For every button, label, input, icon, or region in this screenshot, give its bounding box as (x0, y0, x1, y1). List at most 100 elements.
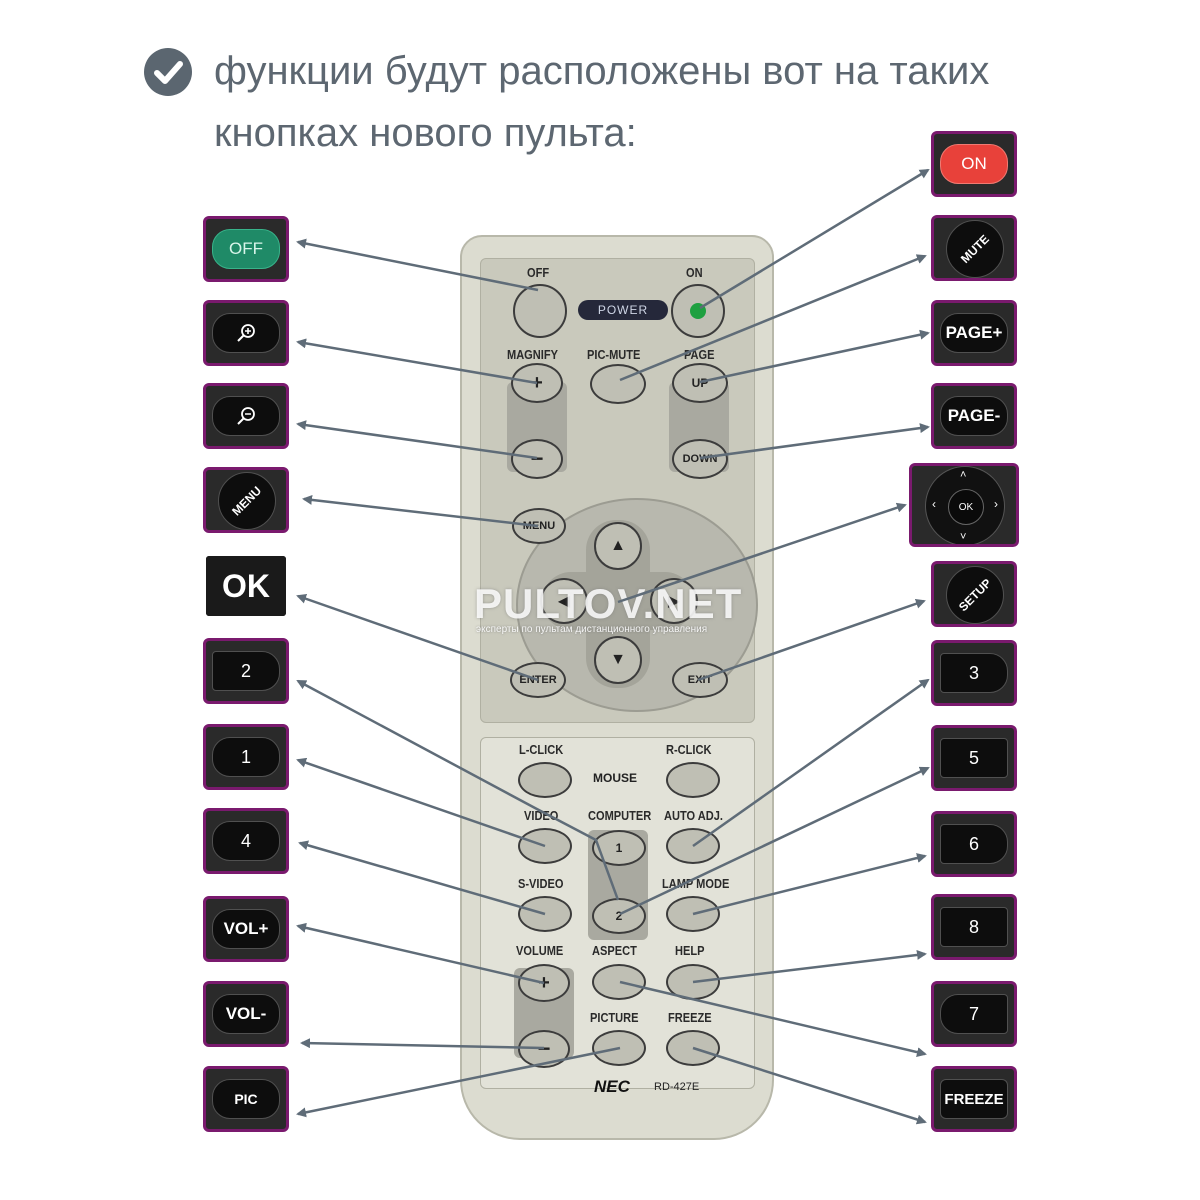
tile-6[interactable]: 6 (931, 811, 1017, 877)
new-setup-button[interactable]: SETUP (946, 566, 1004, 624)
arrow-num4 (298, 840, 546, 916)
arrow-vol-minus (300, 1038, 545, 1050)
remote-left-button[interactable]: ◀ (540, 578, 588, 624)
tile-1[interactable]: 1 (203, 724, 289, 790)
new-num2-button[interactable]: 2 (212, 651, 280, 691)
new-num1-button[interactable]: 1 (212, 737, 280, 777)
watermark-title: PULTOV.NET (474, 580, 743, 627)
remote-pic-mute-button[interactable] (590, 364, 646, 404)
new-vol-plus-button[interactable]: VOL+ (212, 909, 280, 949)
arrow-setup (697, 598, 926, 682)
new-page-minus-button[interactable]: PAGE- (940, 396, 1008, 436)
label-l-click: L-CLICK (519, 742, 564, 757)
tile-zoom-in[interactable] (203, 300, 289, 366)
tile-ok[interactable]: OK (203, 553, 289, 619)
triangle-right-icon: ▶ (667, 593, 681, 610)
new-pic-button[interactable]: PIC (212, 1079, 280, 1119)
new-vol-minus-button[interactable]: VOL- (212, 994, 280, 1034)
label-on: ON (686, 265, 703, 280)
label-magnify: MAGNIFY (507, 347, 558, 362)
new-mute-button[interactable]: MUTE (946, 220, 1004, 278)
new-num4-button[interactable]: 4 (212, 821, 280, 861)
remote-magnify-minus-button[interactable]: − (511, 439, 563, 479)
new-dpad-ok-button[interactable]: OK (948, 489, 984, 525)
check-circle-icon (144, 48, 192, 96)
arrow-pic (296, 1046, 621, 1118)
arrow-num2 (296, 679, 620, 901)
label-aspect: ASPECT (592, 943, 637, 958)
header-text: функции будут расположены вот на таких к… (214, 40, 989, 164)
new-menu-button[interactable]: MENU (218, 472, 276, 530)
tile-zoom-out[interactable] (203, 383, 289, 449)
new-ok-button[interactable]: OK (206, 556, 286, 616)
tile-off[interactable]: OFF (203, 216, 289, 282)
remote-computer2-button[interactable]: 2 (592, 898, 646, 934)
arrow-vol-plus (296, 922, 545, 985)
new-menu-label: MENU (229, 483, 265, 519)
remote-down-button[interactable]: ▼ (594, 636, 642, 684)
tile-page-minus[interactable]: PAGE- (931, 383, 1017, 449)
tile-vol-minus[interactable]: VOL- (203, 981, 289, 1047)
tile-freeze[interactable]: FREEZE (931, 1066, 1017, 1132)
label-power: POWER (578, 300, 668, 320)
tile-page-plus[interactable]: PAGE+ (931, 300, 1017, 366)
new-dpad-ring[interactable]: OK ˄ ˅ ‹ › (925, 466, 1005, 544)
remote-l-click-button[interactable] (518, 762, 572, 798)
tile-on[interactable]: ON (931, 131, 1017, 197)
remote-aspect-button[interactable] (592, 964, 646, 1000)
new-num8-button[interactable]: 8 (940, 907, 1008, 947)
arrow-menu (302, 494, 539, 528)
label-mouse: MOUSE (593, 771, 638, 785)
tile-8[interactable]: 8 (931, 894, 1017, 960)
arrow-num6 (692, 853, 927, 916)
chevron-right-icon[interactable]: › (994, 497, 998, 511)
new-on-button[interactable]: ON (940, 144, 1008, 184)
new-page-plus-button[interactable]: PAGE+ (940, 313, 1008, 353)
tile-5[interactable]: 5 (931, 725, 1017, 791)
arrow-num5 (619, 766, 930, 916)
new-num5-button[interactable]: 5 (940, 738, 1008, 778)
remote-up-button[interactable]: ▲ (594, 522, 642, 570)
arrow-page-plus (699, 329, 930, 384)
chevron-up-icon[interactable]: ˄ (960, 469, 967, 481)
new-zoom-out-button[interactable] (212, 396, 280, 436)
remote-right-button[interactable]: ▶ (650, 578, 698, 624)
tile-setup[interactable]: SETUP (931, 561, 1017, 627)
new-freeze-button[interactable]: FREEZE (940, 1079, 1008, 1119)
tile-vol-plus[interactable]: VOL+ (203, 896, 289, 962)
tile-4[interactable]: 4 (203, 808, 289, 874)
tile-7[interactable]: 7 (931, 981, 1017, 1047)
zoom-out-icon (237, 407, 255, 425)
label-r-click: R-CLICK (666, 742, 712, 757)
new-num3-button[interactable]: 3 (940, 653, 1008, 693)
arrow-magnify-minus (296, 420, 538, 460)
new-num7-button[interactable]: 7 (940, 994, 1008, 1034)
remote-off-button[interactable] (513, 284, 567, 338)
header-line-2: кнопках нового пульта: (214, 111, 637, 155)
brand-logo: NEC (594, 1077, 630, 1096)
remote-menu-button[interactable]: MENU (512, 508, 566, 544)
new-off-button[interactable]: OFF (212, 229, 280, 269)
tile-menu[interactable]: MENU (203, 467, 289, 533)
tile-2[interactable]: 2 (203, 638, 289, 704)
new-zoom-in-button[interactable] (212, 313, 280, 353)
remote-volume-minus-button[interactable]: − (518, 1030, 570, 1068)
label-video: VIDEO (524, 808, 559, 823)
chevron-down-icon[interactable]: ˅ (960, 531, 967, 543)
label-computer: COMPUTER (588, 808, 652, 823)
chevron-left-icon[interactable]: ‹ (932, 497, 936, 511)
tile-3[interactable]: 3 (931, 640, 1017, 706)
arrow-num8 (692, 949, 927, 984)
label-off: OFF (527, 265, 550, 280)
remote-page-up-button[interactable]: UP (672, 363, 728, 403)
new-num6-button[interactable]: 6 (940, 824, 1008, 864)
tile-dpad[interactable]: OK ˄ ˅ ‹ › (909, 463, 1019, 547)
model-label: RD-427E (654, 1081, 700, 1093)
new-mute-label: MUTE (958, 232, 992, 266)
tile-pic[interactable]: PIC (203, 1066, 289, 1132)
tile-mute[interactable]: MUTE (931, 215, 1017, 281)
label-auto-adj: AUTO ADJ. (664, 808, 723, 823)
remote-computer1-button[interactable]: 1 (592, 830, 646, 866)
remote-r-click-button[interactable] (666, 762, 720, 798)
